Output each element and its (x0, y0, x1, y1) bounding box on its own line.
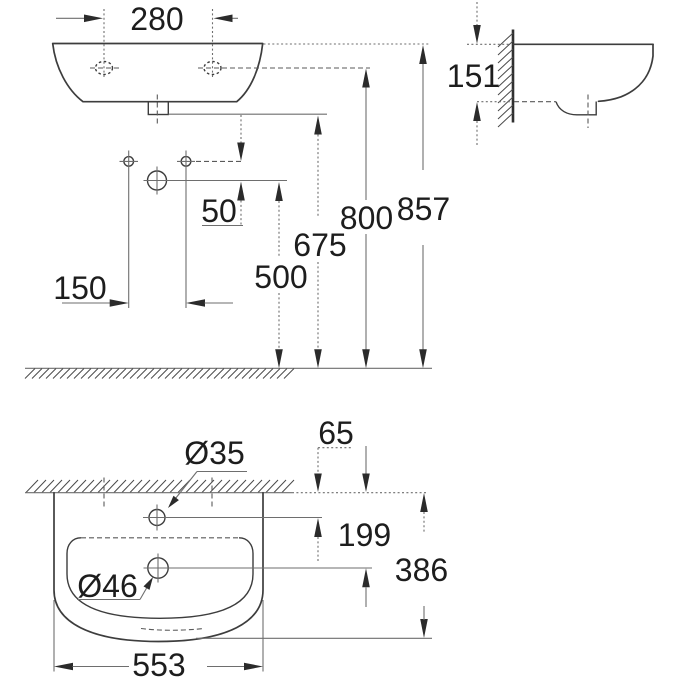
arrowhead-199-up (362, 568, 370, 588)
dim-tap-hole-to-wall-label: 65 (318, 415, 354, 451)
arrowhead-199-down (362, 473, 370, 492)
dim-fixing-height-label: 800 (340, 200, 393, 236)
basin-side-profile (597, 43, 654, 103)
arrowhead-151-down (473, 25, 481, 44)
fixing-hole-left (94, 60, 114, 76)
arrowhead-553-right (244, 662, 263, 671)
dim-supply-spacing-label: 150 (53, 270, 106, 306)
front-view: 280 50 150 500 (24, 1, 450, 379)
side-view: 151 (447, 2, 654, 147)
arrowhead-150-left (109, 299, 129, 307)
drain-outlet-box (147, 100, 170, 116)
dim-rim-height-label: 857 (397, 191, 450, 227)
arrowhead-857-top (419, 45, 427, 64)
arrowhead-500-top (275, 182, 283, 201)
wall-hatching (497, 32, 514, 128)
arrowhead-675-bottom (314, 349, 322, 369)
basin-front-outline (51, 42, 264, 103)
dim-overall-width-label: 553 (132, 647, 185, 680)
dim-overall-depth-label: 386 (395, 552, 448, 588)
arrowhead-280-left (84, 14, 103, 23)
arrowhead-150-right (186, 299, 205, 307)
arrowhead-553-left (54, 662, 73, 671)
dim-profile-depth-label: 151 (447, 58, 500, 94)
arrowhead-280-right (213, 14, 233, 23)
plan-wall-hatching (25, 479, 295, 493)
arrowhead-675-top (314, 115, 322, 135)
arrowhead-857-bottom (419, 349, 427, 369)
fixing-hole-right (203, 60, 222, 76)
drain-trap-profile (555, 101, 597, 116)
arrowhead-800-bottom (362, 349, 370, 369)
arrowhead-65-up (314, 518, 322, 537)
bowl-outline (66, 537, 254, 620)
floor-hatching (24, 368, 295, 379)
bowl-overflow-edge (140, 627, 205, 631)
dim-tap-hole-diameter-label: Ø35 (184, 435, 244, 471)
arrowhead-50-up (237, 181, 245, 201)
basin-plan-outline (53, 491, 264, 643)
arrowhead-151-up (473, 102, 481, 121)
dim-fixing-hole-spacing-label: 280 (130, 1, 183, 37)
arrowhead-386-down (420, 619, 428, 638)
dim-drain-to-wall-label: 199 (338, 517, 391, 553)
dim-outlet-height-label: 675 (293, 227, 346, 263)
arrowhead-50-down (237, 142, 245, 161)
dim-trap-height-label: 500 (254, 259, 307, 295)
dim-drain-diameter-label: Ø46 (77, 568, 137, 604)
arrowhead-65-down (314, 473, 322, 492)
arrowhead-800-top (362, 68, 370, 88)
plan-view: Ø35 Ø46 65 199 386 5 (25, 415, 448, 680)
dim-supply-trap-offset-label: 50 (201, 193, 237, 229)
arrowhead-drain-leader (143, 577, 153, 590)
arrowhead-386-up (420, 493, 428, 512)
arrowhead-500-bottom (275, 349, 283, 369)
arrowhead-tap-hole-leader (168, 495, 179, 508)
